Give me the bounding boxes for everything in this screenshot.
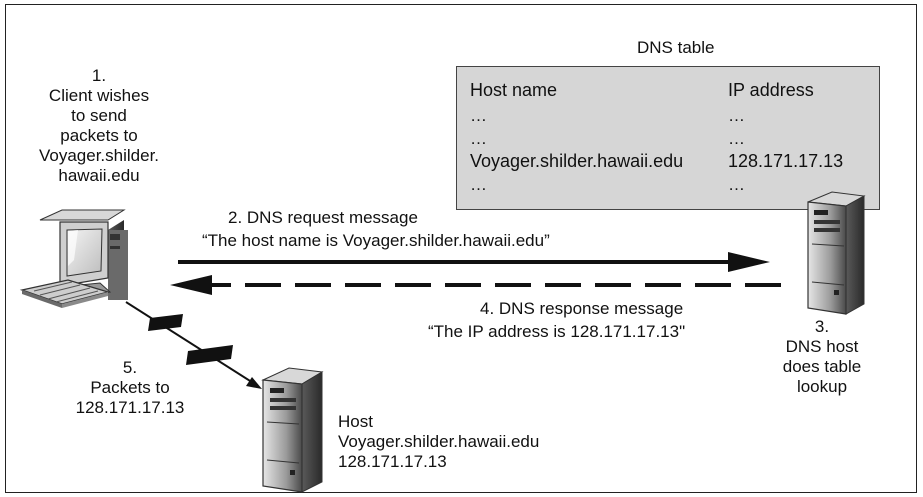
step1-caption: 1. Client wishes to send packets to Voya… [14,66,184,186]
dns-table-cell: … [470,175,487,194]
dns-table-cell: … [470,129,487,148]
step1-line: Voyager.shilder. [38,146,160,165]
dns-table-cell: Voyager.shilder.hawaii.edu [470,151,684,171]
response-arrow [170,275,790,295]
step1-line: 1. [91,66,107,85]
step5-line: 128.171.17.13 [75,398,185,417]
destination-host-icon [261,367,324,493]
host-line: 128.171.17.13 [338,452,447,471]
packets-arrow [125,301,262,389]
request-text: “The host name is Voyager.shilder.hawaii… [202,231,550,250]
packet-icon [148,314,183,331]
dns-table-header-host: Host name [470,80,558,100]
dns-table-cell: … [728,106,745,125]
step5-line: 5. [122,358,138,377]
step3-line: DNS host [785,337,859,356]
host-line: Voyager.shilder.hawaii.edu [338,432,540,451]
dns-table-cell: … [470,106,487,125]
dns-table-title: DNS table [637,38,715,57]
client-computer-icon [19,209,128,308]
dns-table-header-ip: IP address [728,80,814,100]
step1-line: to send [71,106,127,125]
request-title: 2. DNS request message [228,208,418,227]
step5-line: Packets to [90,378,170,397]
step1-line: Client wishes [48,86,150,105]
diagram-frame [5,4,917,493]
step3-line: does table [782,357,862,376]
host-caption: Host Voyager.shilder.hawaii.edu 128.171.… [338,412,539,472]
step3-line: lookup [796,377,848,396]
response-title: 4. DNS response message [480,299,684,318]
dns-table-cell: … [728,129,745,148]
step1-line: packets to [60,126,138,145]
step5-caption: 5. Packets to 128.171.17.13 [60,358,200,418]
dns-table [456,66,880,210]
request-arrow [178,252,770,272]
host-line: Host [338,412,373,431]
dns-table-cell: 128.171.17.13 [728,151,844,171]
step3-caption: 3. DNS host does table lookup [772,317,872,397]
dns-table-cell: … [728,175,745,194]
packet-icon [186,345,233,365]
response-text: “The IP address is 128.171.17.13" [428,322,686,341]
step1-line: hawaii.edu [58,166,140,185]
dns-server-icon [807,191,866,315]
step3-line: 3. [814,317,830,336]
